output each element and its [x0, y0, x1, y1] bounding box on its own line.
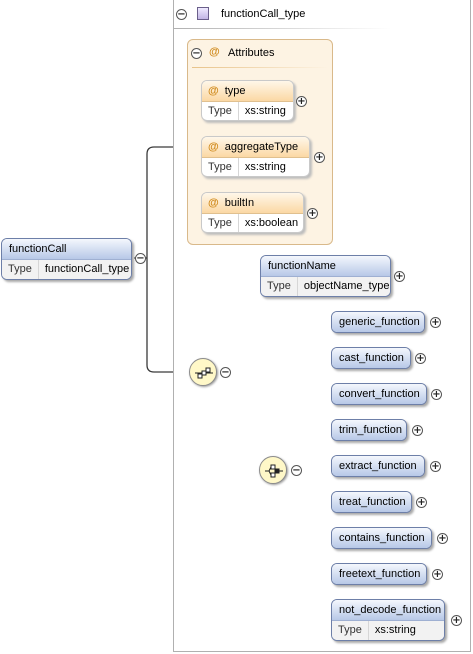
attribute-name: builtIn [224, 197, 255, 209]
attribute-builtin[interactable]: @ builtIn Type xs:boolean [201, 192, 304, 233]
plus-circle-icon[interactable]: + [415, 353, 426, 364]
element-name: cast_function [332, 348, 410, 368]
type-value: objectName_type [303, 280, 390, 292]
type-label: Type [202, 214, 239, 232]
root-element-functioncall[interactable]: functionCall Type functionCall_type [1, 238, 132, 280]
frame-header-line [173, 28, 391, 29]
element-generic-function[interactable]: generic_function [331, 311, 425, 333]
element-name: functionCall [2, 239, 131, 259]
attribute-name: aggregateType [224, 141, 299, 153]
attribute-name: type [224, 85, 246, 97]
element-trim-function[interactable]: trim_function [331, 419, 407, 441]
element-name: convert_function [332, 384, 426, 404]
plus-circle-icon[interactable]: + [394, 271, 405, 282]
type-label: Type [202, 158, 239, 176]
plus-circle-icon[interactable]: + [416, 497, 427, 508]
choice-compositor-icon[interactable] [259, 456, 287, 484]
element-name: treat_function [332, 492, 411, 512]
sequence-glyph [195, 367, 213, 379]
element-cast-function[interactable]: cast_function [331, 347, 411, 369]
at-sign-icon: @ [208, 197, 219, 209]
plus-circle-icon[interactable]: + [412, 425, 423, 436]
type-label: Type [332, 621, 369, 640]
element-functionname[interactable]: functionName Type objectName_type [260, 255, 391, 297]
type-label: Type [2, 260, 39, 279]
minus-circle-icon[interactable]: − [176, 9, 187, 20]
element-name: freetext_function [332, 564, 426, 584]
element-name: extract_function [332, 456, 424, 476]
plus-circle-icon[interactable]: + [437, 533, 448, 544]
attributes-divider [192, 67, 328, 68]
minus-circle-icon[interactable]: − [220, 367, 231, 378]
minus-circle-icon[interactable]: − [291, 465, 302, 476]
type-value: functionCall_type [44, 263, 130, 275]
minus-circle-icon[interactable]: − [135, 253, 146, 264]
plus-circle-icon[interactable]: + [296, 96, 307, 107]
attribute-aggregatetype[interactable]: @ aggregateType Type xs:string [201, 136, 310, 177]
sequence-compositor-icon[interactable] [189, 358, 217, 386]
plus-circle-icon[interactable]: + [432, 569, 443, 580]
element-name: functionName [261, 256, 390, 276]
type-value: xs:string [244, 161, 286, 173]
type-label: Type [261, 277, 298, 296]
at-sign-icon: @ [209, 46, 220, 58]
type-value: xs:string [244, 105, 286, 117]
element-name: not_decode_function [332, 600, 444, 620]
plus-circle-icon[interactable]: + [307, 208, 318, 219]
plus-circle-icon[interactable]: + [451, 615, 462, 626]
type-value: xs:string [374, 624, 416, 636]
plus-circle-icon[interactable]: + [431, 389, 442, 400]
at-sign-icon: @ [208, 141, 219, 153]
plus-circle-icon[interactable]: + [430, 461, 441, 472]
element-name: contains_function [332, 528, 431, 548]
element-name: trim_function [332, 420, 406, 440]
element-freetext-function[interactable]: freetext_function [331, 563, 427, 585]
plus-circle-icon[interactable]: + [430, 317, 441, 328]
element-name: generic_function [332, 312, 424, 332]
element-contains-function[interactable]: contains_function [331, 527, 432, 549]
element-convert-function[interactable]: convert_function [331, 383, 427, 405]
element-treat-function[interactable]: treat_function [331, 491, 412, 513]
minus-circle-icon[interactable]: − [191, 48, 202, 59]
at-sign-icon: @ [208, 85, 219, 97]
element-not-decode-function[interactable]: not_decode_function Type xs:string [331, 599, 445, 641]
type-label: Type [202, 102, 239, 120]
attributes-title: Attributes [228, 47, 275, 59]
plus-circle-icon[interactable]: + [314, 152, 325, 163]
choice-glyph [265, 464, 283, 478]
complex-type-name: functionCall_type [221, 8, 306, 20]
attribute-type[interactable]: @ type Type xs:string [201, 80, 294, 121]
square-type-icon [197, 7, 209, 20]
element-extract-function[interactable]: extract_function [331, 455, 425, 477]
type-value: xs:boolean [244, 217, 299, 229]
